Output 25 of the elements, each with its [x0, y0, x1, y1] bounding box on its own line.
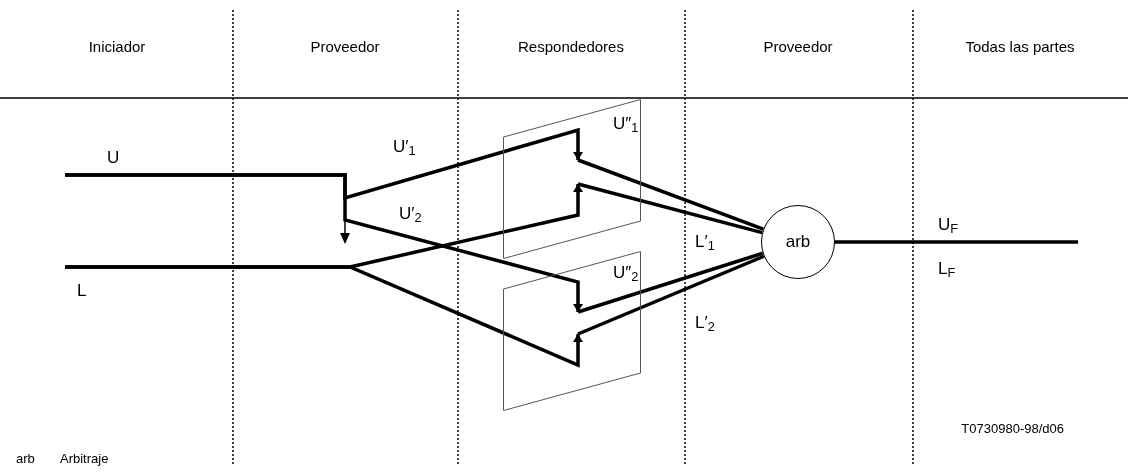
edge-label: U′$_{1}$	[392, 138, 417, 155]
signal-label: L$_{F}$	[938, 260, 956, 277]
figure-code: T0730980-98/d06	[961, 422, 1064, 435]
signal-label: L	[77, 282, 87, 299]
key-text: Arbitraje	[60, 452, 109, 465]
connector-line	[577, 251, 764, 314]
edge-label: L′$_{1}$	[694, 233, 716, 250]
connector-line	[65, 265, 583, 368]
edge-label: L′$_{2}$	[694, 314, 716, 331]
connector-line	[577, 254, 765, 336]
key-text: arb	[16, 452, 35, 465]
edge-label: U′$_{2}$	[398, 205, 423, 222]
edge-label: U″$_{2}$	[612, 264, 640, 281]
column-header: Respondedores	[518, 39, 624, 54]
column-header: Proveedor	[763, 39, 833, 54]
connector-line	[835, 240, 1078, 244]
edge-label: U″$_{1}$	[612, 115, 640, 132]
column-header: Todas las partes	[965, 39, 1075, 54]
connector-line	[65, 173, 583, 312]
connector-line	[577, 182, 763, 235]
signal-label: U	[107, 149, 120, 166]
signal-label: U$_{F}$	[938, 216, 959, 233]
connector-line	[577, 158, 764, 231]
column-header: Proveedor	[310, 39, 380, 54]
column-header: Iniciador	[88, 39, 146, 54]
